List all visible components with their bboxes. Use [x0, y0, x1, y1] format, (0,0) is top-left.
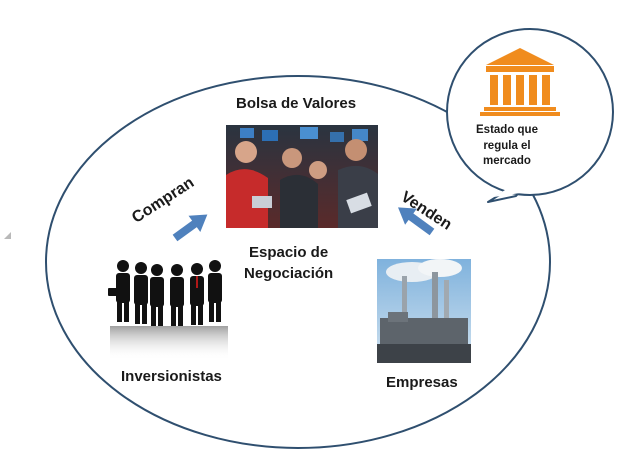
venden-arrow [398, 207, 435, 236]
trading-space-line-2: Negociación [244, 265, 334, 282]
state-line-1: Estado que [476, 124, 538, 136]
companies-label: Empresas [386, 374, 458, 391]
trading-space-label: Espacio de Negociación [244, 242, 333, 284]
trading-floor-photo [226, 125, 378, 228]
state-line-3: mercado [483, 155, 531, 168]
power-plant-photo [377, 259, 471, 363]
compran-arrow [172, 214, 208, 242]
state-label: Estado que regula el mercado [476, 123, 538, 170]
trading-space-line-1: Espacio de [248, 244, 329, 261]
government-building-icon [480, 48, 560, 116]
state-line-2: regula el [483, 139, 531, 152]
stock-exchange-label: Bolsa de Valores [236, 95, 357, 112]
investors-label: Inversionistas [121, 368, 222, 385]
corner-marker [4, 232, 11, 239]
investors-silhouette [108, 260, 228, 360]
